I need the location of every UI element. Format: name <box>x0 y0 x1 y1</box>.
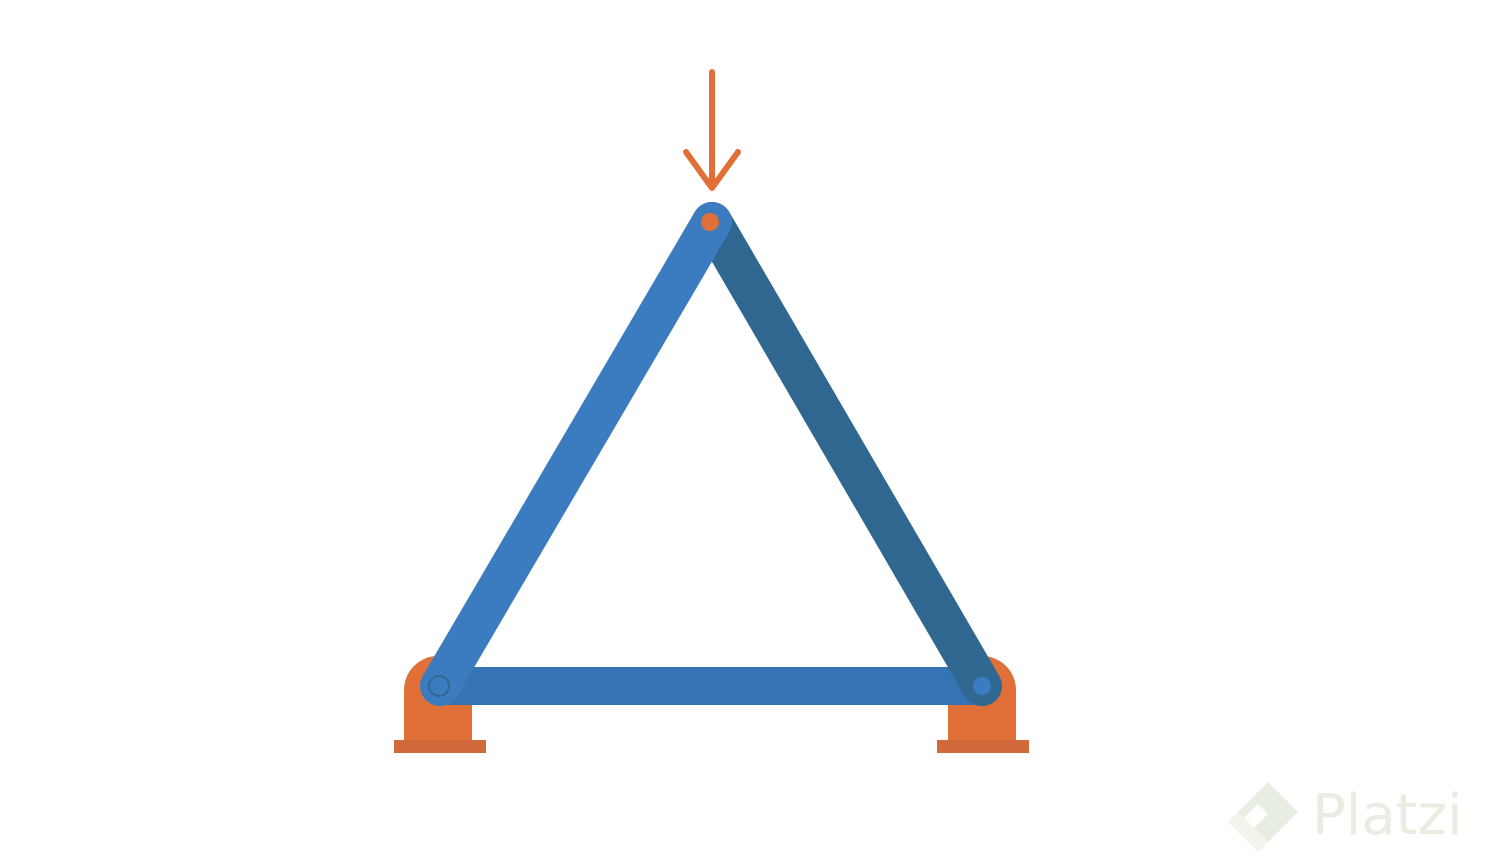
top-joint-pin <box>701 213 719 231</box>
right-support-pin <box>971 675 993 697</box>
platzi-watermark: Platzi <box>1228 782 1463 852</box>
right-member <box>692 202 1002 706</box>
left-support-base <box>394 740 486 753</box>
load-arrow <box>683 69 741 191</box>
watermark-text: Platzi <box>1312 783 1463 848</box>
right-support-base <box>937 740 1029 753</box>
platzi-logo-icon <box>1228 782 1298 852</box>
left-member <box>420 202 732 706</box>
load-arrow-head <box>683 149 741 191</box>
left-support-pin <box>428 675 450 697</box>
